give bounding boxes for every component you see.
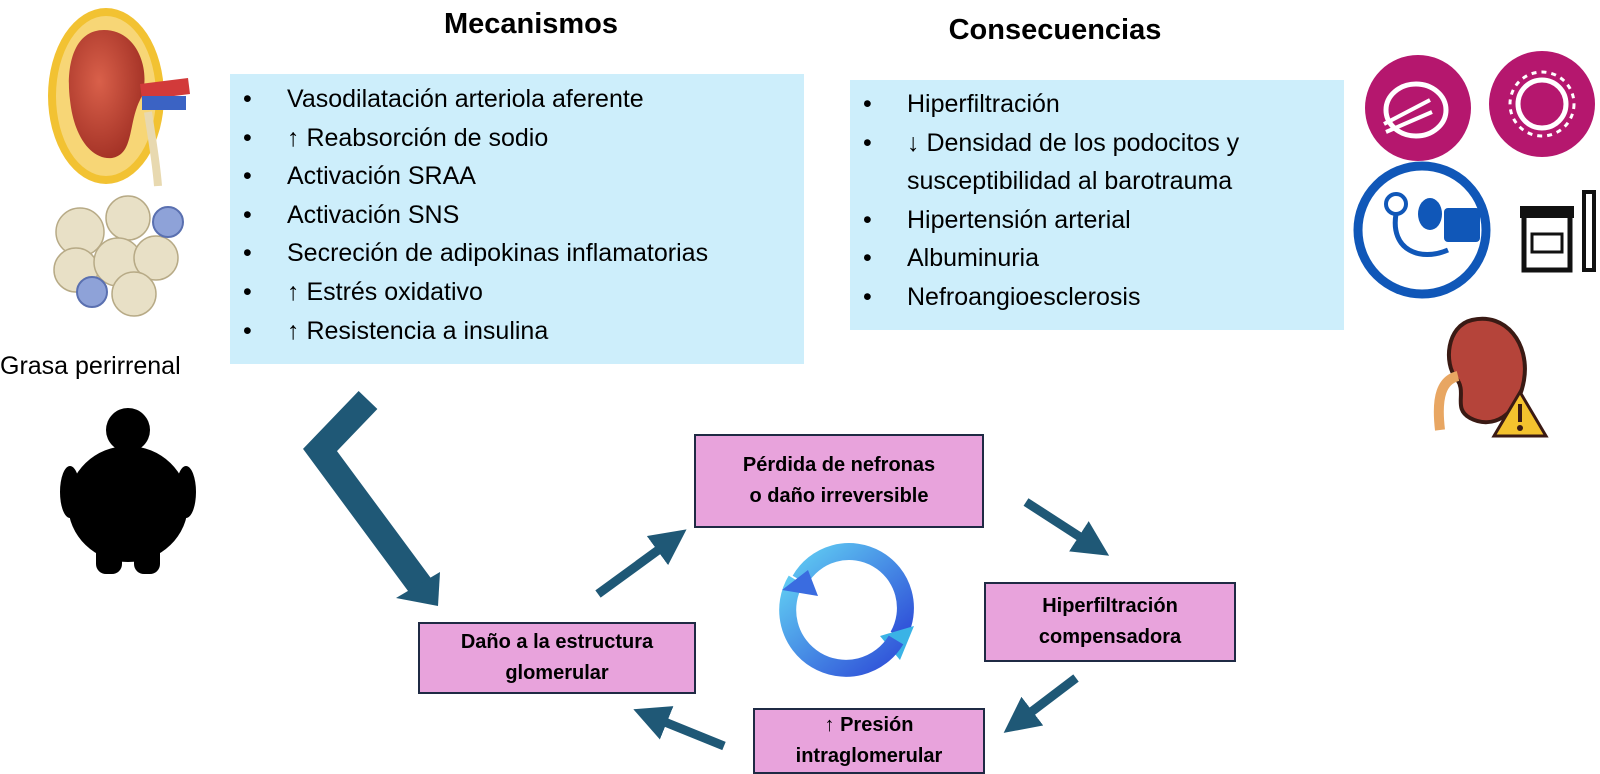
arrow-pressure-to-damage bbox=[633, 706, 726, 751]
mechanisms-heading: Mecanismos bbox=[443, 8, 619, 40]
arrow-damage-to-loss bbox=[595, 529, 687, 598]
big-down-arrow bbox=[303, 390, 440, 606]
mechanism-item: •↑ Reabsorción de sodio bbox=[243, 123, 549, 152]
mechanism-item: •Vasodilatación arteriola aferente bbox=[243, 85, 644, 113]
mechanism-item: •↑ Estrés oxidativo bbox=[243, 277, 483, 306]
kidney-fat-icon bbox=[48, 8, 190, 187]
obese-person-icon bbox=[60, 408, 196, 574]
consequences-heading: Consecuencias bbox=[948, 14, 1162, 46]
inflammation-sun-icon bbox=[1489, 51, 1595, 157]
kidney-warning-icon bbox=[1433, 316, 1549, 438]
adipocytes-icon bbox=[53, 195, 184, 317]
urine-test-icon bbox=[1520, 190, 1596, 273]
mechanisms-panel: •Vasodilatación arteriola aferente •↑ Re… bbox=[230, 74, 804, 364]
consequence-item: •Hiperfiltración bbox=[863, 90, 1060, 118]
consequence-item: •Nefroangioesclerosis bbox=[863, 282, 1141, 311]
mechanism-item: •Secreción de adipokinas inflamatorias bbox=[243, 239, 709, 268]
mechanism-item: •↑ Resistencia a insulina bbox=[243, 316, 549, 345]
blood-pressure-monitor-icon bbox=[1353, 161, 1491, 299]
arrow-loss-to-hyperfiltration bbox=[1023, 498, 1110, 556]
perirenal-fat-label: Grasa perirrenal bbox=[0, 352, 181, 380]
mechanism-item: •Activación SRAA bbox=[243, 162, 476, 191]
consequence-item: •↓ Densidad de los podocitos y bbox=[863, 128, 1240, 157]
arrow-hyperfiltration-to-pressure bbox=[1003, 674, 1079, 733]
consequences-panel: •Hiperfiltración •↓ Densidad de los podo… bbox=[850, 80, 1344, 330]
consequence-item-continued: susceptibilidad al barotrauma bbox=[907, 167, 1233, 196]
refresh-cycle-icon bbox=[779, 543, 914, 677]
consequence-item: •Hipertensión arterial bbox=[863, 205, 1131, 234]
mechanism-item: •Activación SNS bbox=[243, 200, 460, 229]
obesity-circle-icon bbox=[1365, 55, 1471, 161]
consequence-item: •Albuminuria bbox=[863, 244, 1040, 273]
